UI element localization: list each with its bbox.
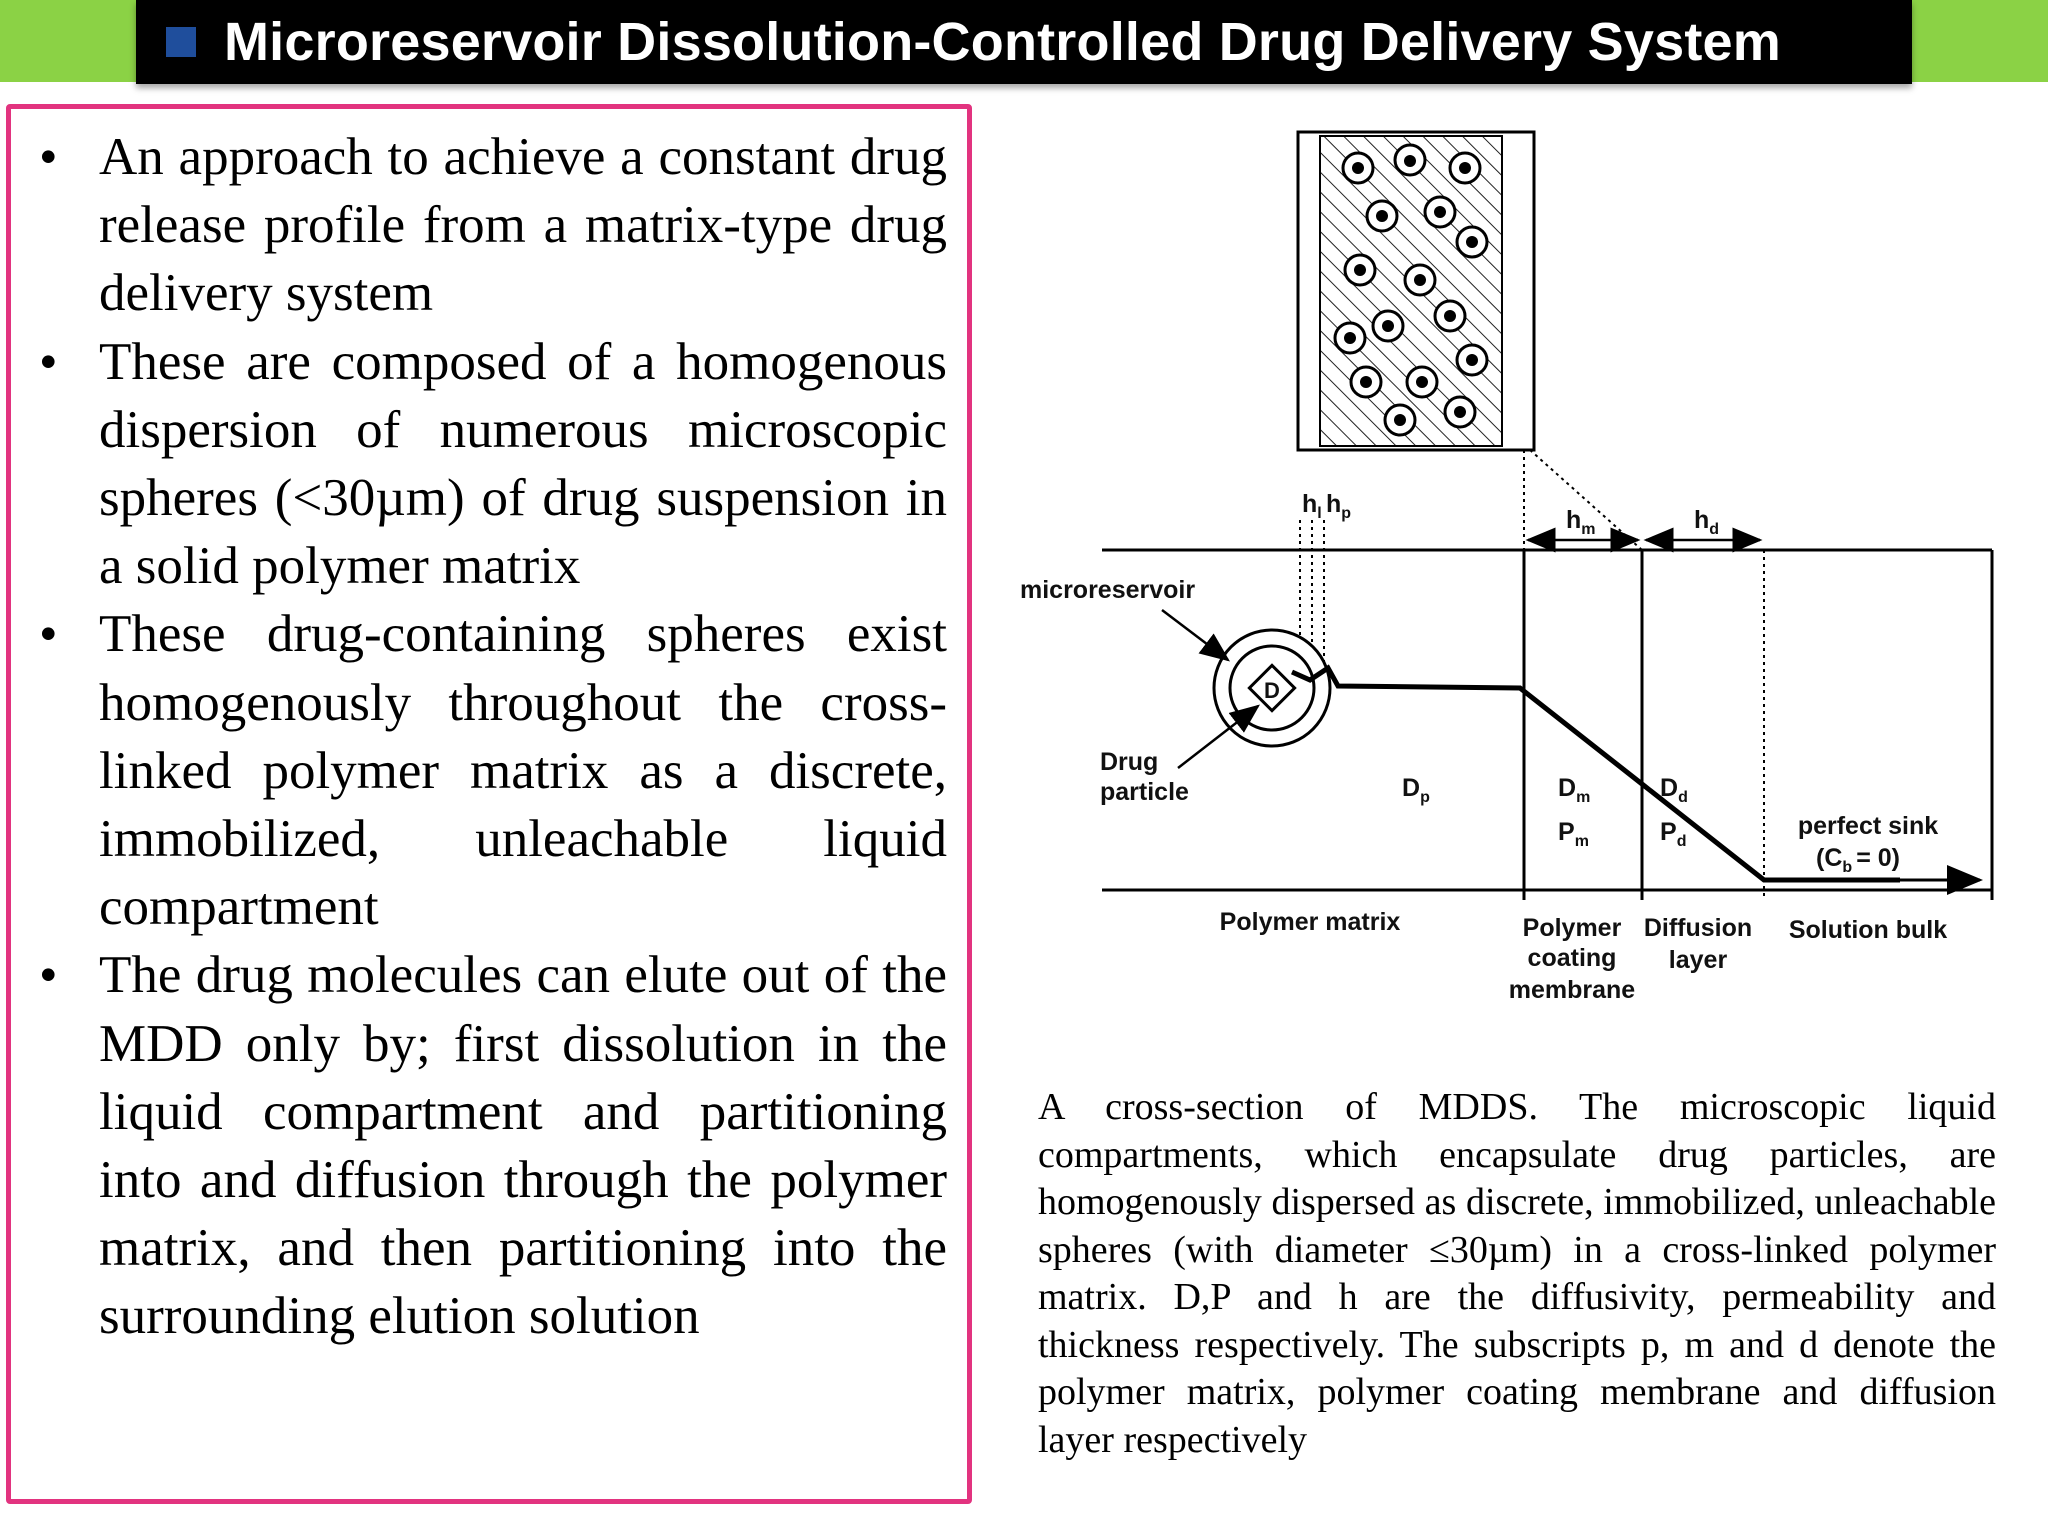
drug-particle <box>1376 210 1388 222</box>
hp-label: hp <box>1326 490 1351 522</box>
microreservoir-sphere: D <box>1212 628 1332 748</box>
d-letter: D <box>1660 774 1678 802</box>
cb-zero-label: (Cb= 0) <box>1816 844 1900 876</box>
bullet-text: The drug molecules can elute out of the … <box>99 946 947 1346</box>
hl-label: hl <box>1302 490 1322 522</box>
polymer-matrix-label: Polymer matrix <box>1220 908 1401 936</box>
drug-particle <box>1360 376 1372 388</box>
dm-label: Dm <box>1558 774 1590 806</box>
diffusion-label: Diffusion <box>1644 914 1752 942</box>
subscript-l: l <box>1317 505 1321 522</box>
drug-particle <box>1404 155 1416 167</box>
drug-particle <box>1354 264 1366 276</box>
drug-label: Drug <box>1100 748 1158 776</box>
h-letter: h <box>1302 490 1317 518</box>
drug-particle <box>1466 354 1478 366</box>
subscript-d: d <box>1678 789 1688 806</box>
microreservoir-label: microreservoir <box>1020 576 1195 604</box>
subscript-b: b <box>1842 859 1852 876</box>
drug-particle <box>1382 320 1394 332</box>
microreservoir-spheres <box>1333 143 1489 437</box>
drug-particle <box>1416 376 1428 388</box>
particle-label: particle <box>1100 778 1189 806</box>
d-letter: D <box>1558 774 1576 802</box>
cb-close: = 0) <box>1856 844 1900 872</box>
p-letter: P <box>1660 818 1677 846</box>
subscript-p: p <box>1420 789 1430 806</box>
slide-title: Microreservoir Dissolution-Controlled Dr… <box>224 12 1781 72</box>
drug-particle <box>1344 332 1356 344</box>
subscript-d: d <box>1709 521 1719 538</box>
drug-particle <box>1459 162 1471 174</box>
d-letter: D <box>1402 774 1420 802</box>
p-letter: P <box>1558 818 1575 846</box>
drug-particle <box>1444 310 1456 322</box>
solution-bulk-label: Solution bulk <box>1789 916 1947 944</box>
drug-particle <box>1394 414 1406 426</box>
bullet-dot: • <box>39 946 58 1005</box>
h-letter: h <box>1566 506 1581 534</box>
coating-label: coating <box>1528 944 1617 972</box>
subscript-p: p <box>1341 505 1351 522</box>
figure-svg: D microreservoir Drug particle hl hp hm … <box>1020 130 1994 1004</box>
bullet-item: • These drug-containing spheres exist ho… <box>33 600 947 941</box>
bullet-text: These drug-containing spheres exist homo… <box>99 605 947 937</box>
pd-label: Pd <box>1660 818 1686 850</box>
magnified-inset <box>1296 130 1536 452</box>
drug-particle <box>1454 406 1466 418</box>
h-letter: h <box>1326 490 1341 518</box>
drug-particle-d-label: D <box>1264 678 1280 703</box>
membrane-label: membrane <box>1509 976 1636 1004</box>
drug-particle <box>1352 162 1364 174</box>
subscript-m: m <box>1576 789 1590 806</box>
perfect-sink-label: perfect sink <box>1798 812 1938 840</box>
bullet-item: • An approach to achieve a constant drug… <box>33 123 947 328</box>
bullet-text: These are composed of a homogenous dispe… <box>99 332 947 596</box>
drug-particle-pointer-arrow <box>1177 704 1260 769</box>
hd-label: hd <box>1694 506 1719 538</box>
mdds-cross-section-figure: D microreservoir Drug particle hl hp hm … <box>1010 120 2010 1020</box>
bullet-panel: • An approach to achieve a constant drug… <box>6 104 972 1504</box>
drug-particle <box>1466 236 1478 248</box>
title-square-marker <box>166 27 196 57</box>
pm-label: Pm <box>1558 818 1589 850</box>
subscript-d: d <box>1677 833 1687 850</box>
drug-particle <box>1414 274 1426 286</box>
figure-caption: A cross-section of MDDS. The microscopic… <box>1038 1086 1996 1461</box>
bullet-dot: • <box>39 128 58 186</box>
polymer-label: Polymer <box>1523 914 1622 942</box>
bullet-dot: • <box>39 605 58 664</box>
title-bar: Microreservoir Dissolution-Controlled Dr… <box>136 0 1912 84</box>
microreservoir-pointer-arrow <box>1161 609 1230 662</box>
hm-label: hm <box>1566 506 1596 538</box>
dp-label: Dp <box>1402 774 1430 806</box>
dd-label: Dd <box>1660 774 1688 806</box>
bullet-item: • The drug molecules can elute out of th… <box>33 941 947 1350</box>
h-letter: h <box>1694 506 1709 534</box>
layer-label: layer <box>1669 946 1728 974</box>
bullet-text: An approach to achieve a constant drug r… <box>99 128 947 323</box>
subscript-m: m <box>1575 833 1589 850</box>
drug-particle-diamond <box>1247 663 1297 713</box>
bullet-item: • These are composed of a homogenous dis… <box>33 328 947 601</box>
bullet-dot: • <box>39 332 58 391</box>
subscript-m: m <box>1581 521 1595 538</box>
drug-particle <box>1434 206 1446 218</box>
cb-open: (C <box>1816 844 1842 872</box>
bullet-list: • An approach to achieve a constant drug… <box>33 123 947 1351</box>
concentration-profile <box>1290 664 1900 883</box>
